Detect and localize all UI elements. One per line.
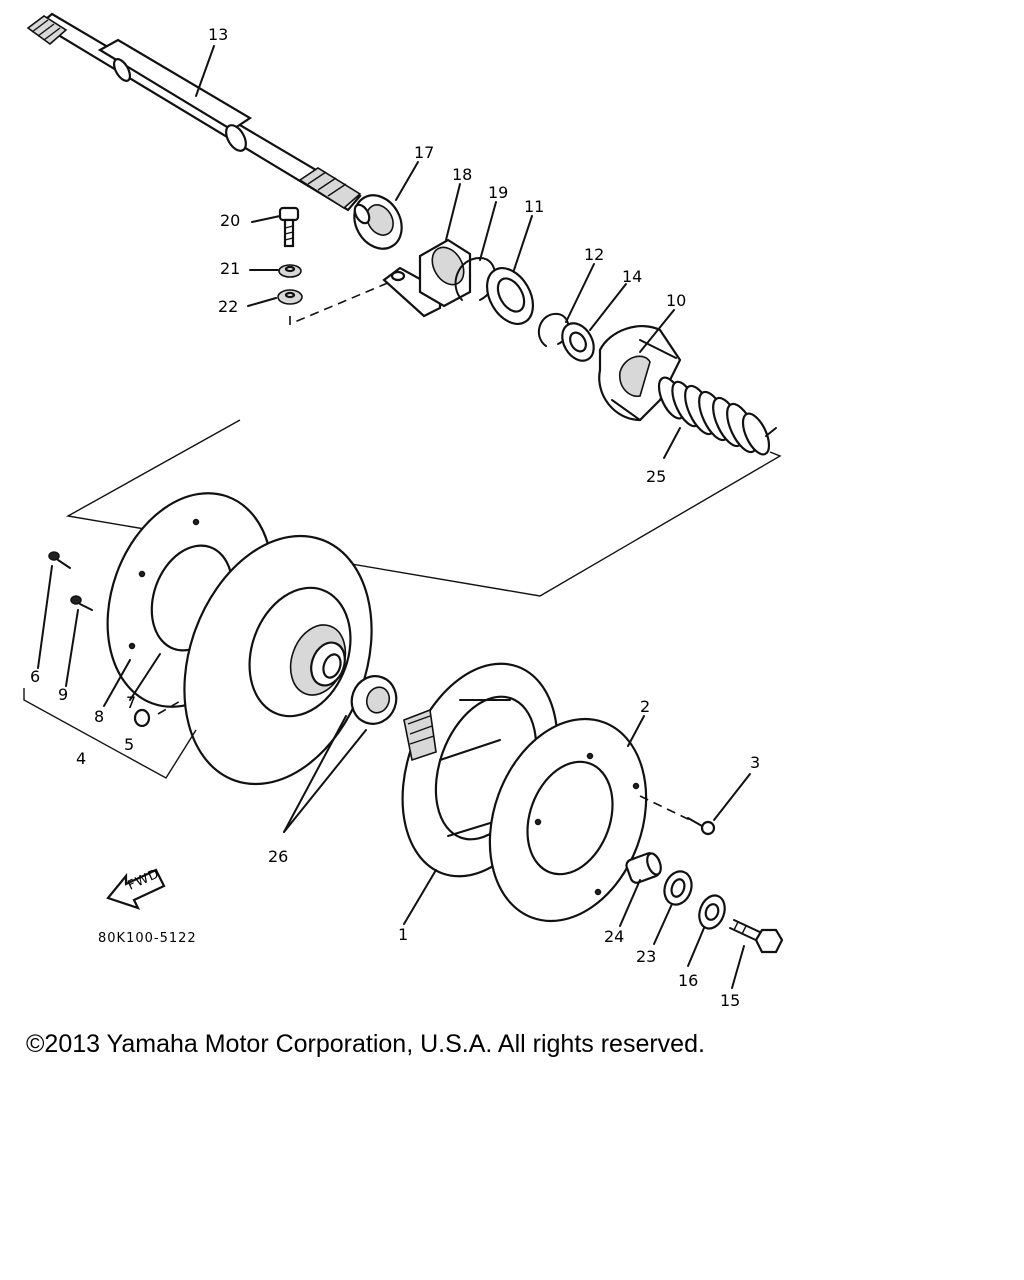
- roller-part-24: [625, 852, 662, 884]
- seal-part-11: [485, 267, 535, 325]
- callout-14: 14: [622, 267, 642, 286]
- callout-7: 7: [126, 693, 136, 712]
- callout-5: 5: [124, 735, 134, 754]
- callout-15: 15: [720, 991, 740, 1010]
- callout-2: 2: [640, 697, 650, 716]
- shaft-part-13: [26, 12, 362, 212]
- nut-part-5: [133, 708, 151, 728]
- screw-part-9: [70, 595, 93, 611]
- bearing-bracket-part-18: [382, 238, 472, 318]
- callout-18: 18: [452, 165, 472, 184]
- callout-9: 9: [58, 685, 68, 704]
- callout-8: 8: [94, 707, 104, 726]
- callout-labels: 13 17 18 19 11 20 21 22 12 14 10 25 6 9 …: [30, 25, 760, 1010]
- bolt-part-15: [729, 919, 784, 954]
- washer-part-22: [277, 289, 303, 305]
- callout-1: 1: [398, 925, 408, 944]
- callout-19: 19: [488, 183, 508, 202]
- callout-23: 23: [636, 947, 656, 966]
- copyright-notice: ©2013 Yamaha Motor Corporation, U.S.A. A…: [26, 1030, 705, 1058]
- screw-part-6: [48, 551, 71, 569]
- washer-part-14: [561, 322, 595, 362]
- callout-20: 20: [220, 211, 240, 230]
- bearing-part-17: [353, 194, 403, 250]
- group-4-bracket: [23, 688, 197, 779]
- assembly-outline: [65, 419, 782, 597]
- callout-16: 16: [678, 971, 698, 990]
- callout-22: 22: [218, 297, 238, 316]
- callout-21: 21: [220, 259, 240, 278]
- callout-13: 13: [208, 25, 228, 44]
- washer-part-16: [698, 894, 726, 930]
- spring-part-25: [657, 376, 777, 456]
- bolt-leader-dashed: [289, 281, 391, 326]
- forward-direction-arrow: FWD: [106, 866, 166, 910]
- callout-11: 11: [524, 197, 544, 216]
- bolt-part-20: [278, 206, 300, 248]
- screw-part-3: [639, 795, 716, 836]
- drawing-code: 80K100-5122: [98, 931, 197, 946]
- callout-26: 26: [268, 847, 288, 866]
- fixed-sheave-part-4: [183, 534, 373, 786]
- callout-3: 3: [750, 753, 760, 772]
- callout-25: 25: [646, 467, 666, 486]
- callout-17: 17: [414, 143, 434, 162]
- washer-part-23: [663, 870, 693, 906]
- bushing-part-26: [350, 675, 398, 725]
- leader-lines: [37, 45, 751, 989]
- plate-part-2: [488, 717, 648, 923]
- callout-12: 12: [584, 245, 604, 264]
- callout-10: 10: [666, 291, 686, 310]
- lock-washer-part-21: [278, 264, 302, 278]
- callout-6: 6: [30, 667, 40, 686]
- nut-5-dash: [157, 699, 183, 715]
- callout-24: 24: [604, 927, 624, 946]
- callout-4: 4: [76, 749, 86, 768]
